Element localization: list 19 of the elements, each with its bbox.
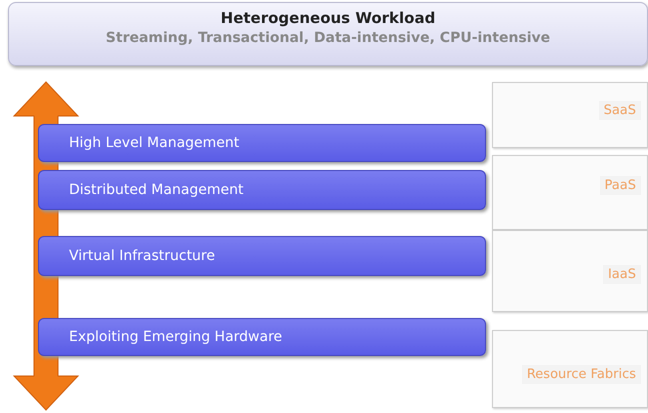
bar-label: Distributed Management — [69, 182, 244, 198]
layer-label: IaaS — [602, 265, 641, 284]
layer-band — [492, 155, 648, 230]
function-bar — [38, 124, 486, 162]
layer-label: SaaS — [598, 101, 641, 120]
layer-label: Resource Fabrics — [522, 365, 641, 384]
layer-band — [492, 330, 648, 408]
bar-label: Exploiting Emerging Hardware — [69, 329, 282, 345]
layer-band — [492, 82, 648, 148]
bar-label: High Level Management — [69, 135, 240, 151]
bar-label: Virtual Infrastructure — [69, 248, 215, 264]
function-bar — [38, 236, 486, 276]
subtitle: Streaming, Transactional, Data-intensive, CPU-intensive — [106, 30, 550, 46]
function-bar — [38, 170, 486, 210]
layer-label: PaaS — [600, 176, 641, 195]
title: Heterogeneous Workload — [220, 9, 436, 27]
header-band — [8, 2, 648, 66]
function-bar — [38, 318, 486, 356]
layer-band — [492, 230, 648, 312]
